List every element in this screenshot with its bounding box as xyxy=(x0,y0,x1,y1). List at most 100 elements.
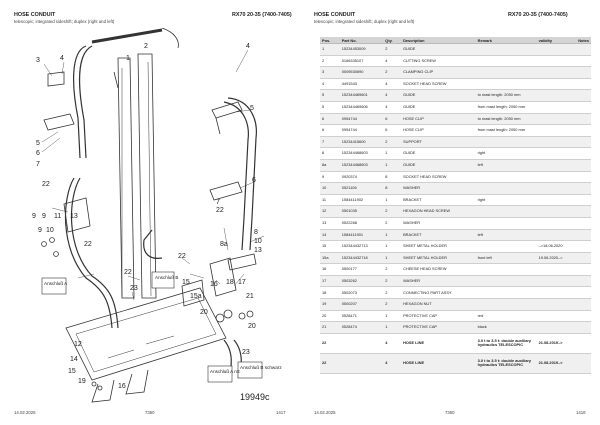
cell-qty: 1 xyxy=(383,321,402,334)
cell-remark xyxy=(475,66,537,79)
cell-part: 0166335107 xyxy=(339,55,384,68)
fork-arm-right xyxy=(125,369,149,395)
cell-qty: 2 xyxy=(383,298,402,311)
right-footer-page: 1418 xyxy=(576,410,586,415)
cell-desc: HOSE LINE xyxy=(401,333,476,354)
cell-pos: 19 xyxy=(320,298,340,311)
cell-notes xyxy=(576,124,591,137)
callout: 21 xyxy=(246,293,254,300)
cell-qty: 8 xyxy=(383,171,402,184)
cell-notes xyxy=(576,217,591,230)
cell-part: 152344469606 xyxy=(339,101,384,114)
cell-remark: front left xyxy=(475,252,537,265)
cell-validity xyxy=(536,78,577,91)
callout: 19 xyxy=(78,378,86,385)
left-page-model: RX70 20-35 (7400-7405) xyxy=(232,12,292,18)
mast-channel-right xyxy=(137,53,157,299)
callout: 9 xyxy=(42,213,46,220)
cell-part: 0528474 xyxy=(339,321,384,334)
callout: 8a xyxy=(220,241,228,248)
left-footer-date: 14.02.2025 xyxy=(14,410,36,415)
cell-remark xyxy=(475,205,537,218)
cell-qty: 1 xyxy=(383,252,402,265)
cell-qty: 2 xyxy=(383,136,402,149)
cell-part: 152344468603 xyxy=(339,147,384,160)
cell-notes xyxy=(576,147,591,160)
cell-validity xyxy=(536,55,577,68)
right-page-model: RX70 20-35 (7400-7405) xyxy=(508,12,568,18)
cell-desc: PROTECTIVE CAP xyxy=(401,321,476,334)
column-header-pos: Pos. xyxy=(320,37,340,44)
callout: 7 xyxy=(216,199,220,206)
connection-label-a-red: Anschluß A rot xyxy=(210,369,240,374)
cell-desc: BRACKET xyxy=(401,194,476,207)
cell-qty: 4 xyxy=(383,333,402,354)
cell-validity: –>18.06.2020 xyxy=(536,240,577,253)
fork-arm-left xyxy=(91,379,115,403)
cell-desc: HEXAGON HEAD SCREW xyxy=(401,205,476,218)
cell-desc: CLAMPING CLIP xyxy=(401,66,476,79)
cell-qty: 4 xyxy=(383,101,402,114)
cell-qty: 1 xyxy=(383,240,402,253)
column-header-qty: Qty. xyxy=(383,37,402,44)
cell-pos: 1 xyxy=(320,43,340,56)
figure-number: 19949c xyxy=(240,392,270,402)
cell-part: 152344432718 xyxy=(339,252,384,265)
cell-validity xyxy=(536,298,577,311)
cell-part: 0503262 xyxy=(339,275,384,288)
cell-validity xyxy=(536,182,577,195)
cell-remark: red xyxy=(475,310,537,323)
cell-desc: BRACKET xyxy=(401,229,476,242)
cell-validity xyxy=(536,217,577,230)
cell-pos: 9 xyxy=(320,171,340,184)
cell-pos: 20 xyxy=(320,310,340,323)
exploded-view-drawing: Anschluß B Anschluß A Anschluß A rot Ans… xyxy=(32,28,282,403)
cell-part: 1584411901 xyxy=(339,229,384,242)
cell-remark: right xyxy=(475,147,537,160)
cell-pos: 22 xyxy=(320,353,340,374)
left-page-subtitle: telescopic; integrated sideshift; duplex… xyxy=(14,19,115,24)
cell-part: 0502073 xyxy=(339,286,384,300)
cell-qty: 6 xyxy=(383,124,402,137)
cell-remark xyxy=(475,55,537,68)
cell-pos: 13 xyxy=(320,217,340,230)
left-page-title: HOSE CONDUIT xyxy=(14,12,56,18)
label-box-a-red xyxy=(207,365,233,383)
cell-notes xyxy=(576,205,591,218)
right-footer-date: 14.02.2025 xyxy=(314,410,336,415)
callout: 11 xyxy=(54,213,61,220)
cell-pos: 15a xyxy=(320,252,340,265)
cell-remark: left xyxy=(475,229,537,242)
cell-notes xyxy=(576,55,591,68)
cell-notes xyxy=(576,78,591,91)
right-footer-code: 7350 xyxy=(445,410,455,415)
callout: 15a xyxy=(190,293,202,300)
cell-part: 4491543 xyxy=(339,78,384,91)
cell-qty: 4 xyxy=(383,55,402,68)
callout: 6 xyxy=(252,177,256,184)
cell-notes xyxy=(576,194,591,207)
cell-notes xyxy=(576,171,591,184)
cell-part: 152344468603 xyxy=(339,159,384,172)
cell-part xyxy=(339,333,384,354)
cell-desc: WASHER xyxy=(401,182,476,195)
cell-desc: SOCKET HEAD SCREW xyxy=(401,78,476,91)
callout: 1 xyxy=(126,55,130,62)
callout: 16 xyxy=(210,281,218,288)
callout: 20 xyxy=(248,323,256,330)
connection-label-a: Anschluß A xyxy=(44,281,68,286)
cell-part: 0954744 xyxy=(339,124,384,137)
cell-part: 0501035 xyxy=(339,205,384,218)
cell-part: 0954744 xyxy=(339,113,384,126)
callout: 23 xyxy=(130,285,138,292)
cell-desc: SHEET METAL HOLDER xyxy=(401,240,476,253)
cell-notes xyxy=(576,43,591,56)
